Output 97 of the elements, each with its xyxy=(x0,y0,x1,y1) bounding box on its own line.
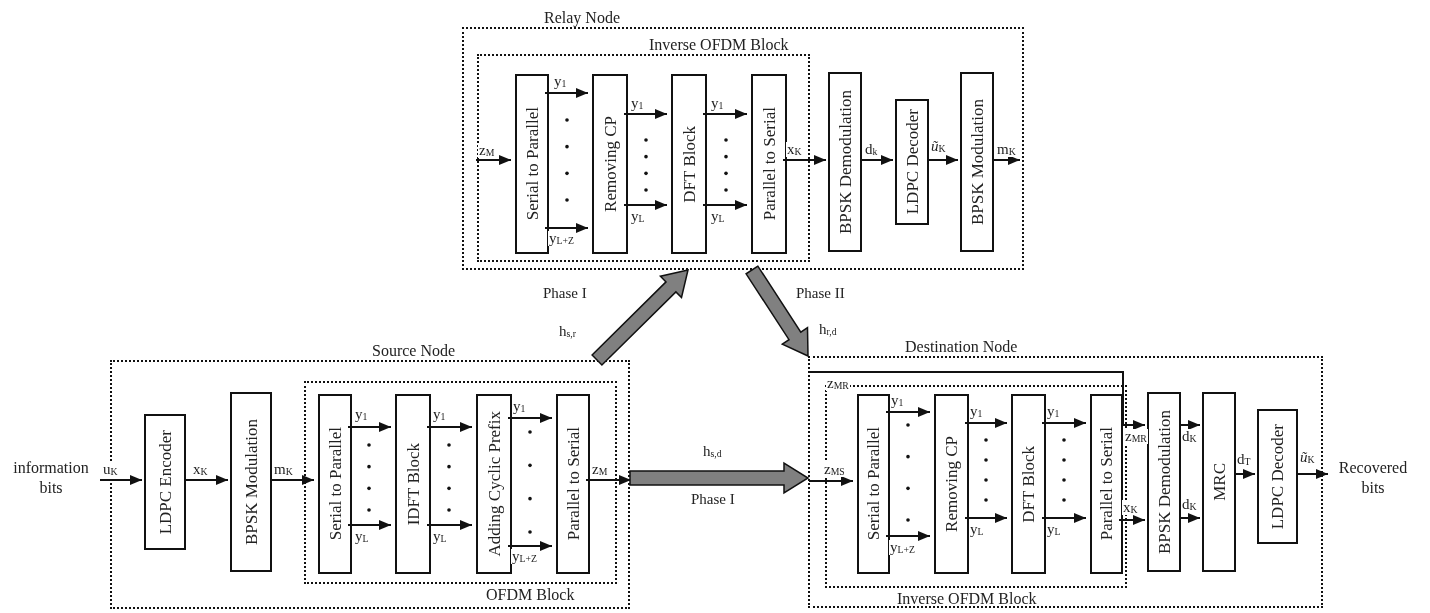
arrow xyxy=(1041,418,1087,428)
group-title: Relay Node xyxy=(544,10,620,26)
group-title: Inverse OFDM Block xyxy=(649,37,789,53)
block-label: BPSK Demodulation xyxy=(1155,409,1173,554)
process-block xyxy=(1202,392,1236,572)
signal-label: y$_{L+Z}$ xyxy=(511,549,538,564)
signal-label: x$_{K}$ xyxy=(786,142,803,157)
phase-label: Phase I xyxy=(690,492,736,507)
block-label: Serial to Parallel xyxy=(865,427,882,541)
channel-label: h$_{s,r}$ xyxy=(558,324,577,339)
signal-label: d$_{K}$ xyxy=(1181,497,1198,512)
block-label: Removing CP xyxy=(943,436,960,532)
signal-label: d$_{T}$ xyxy=(1236,452,1252,467)
arrow xyxy=(807,371,1146,430)
arrow xyxy=(964,513,1008,523)
block-arrow xyxy=(629,461,810,495)
block-label: Parallel to Serial xyxy=(564,427,582,541)
group-title: Destination Node xyxy=(905,339,1018,355)
process-block xyxy=(895,99,929,225)
arrow xyxy=(964,418,1008,428)
channel-label: h$_{r,d}$ xyxy=(818,322,838,337)
signal-label: z$_{M}$ xyxy=(478,143,496,158)
block-arrow xyxy=(745,265,809,358)
signal-label: ũ$_{K}$ xyxy=(1299,450,1316,465)
process-block xyxy=(395,394,431,574)
arrow xyxy=(347,422,392,432)
arrow xyxy=(1041,513,1087,523)
block-label: Serial to Parallel xyxy=(523,107,541,221)
block-label: BPSK Modulation xyxy=(242,418,260,546)
process-block xyxy=(934,394,969,574)
signal-label: z$_{MS}$ xyxy=(823,462,846,477)
signal-label: d$_{k}$ xyxy=(864,142,879,157)
block-label: BPSK Demodulation xyxy=(836,89,854,234)
process-block xyxy=(828,72,862,252)
signal-label: ũ$_{K}$ xyxy=(930,139,947,154)
arrow xyxy=(623,200,668,210)
arrow xyxy=(475,155,512,165)
signal-label: y$_{L+Z}$ xyxy=(548,231,575,246)
arrow xyxy=(585,475,632,485)
arrow xyxy=(507,413,553,423)
process-block xyxy=(476,394,512,574)
block-label: DFT Block xyxy=(1020,445,1037,523)
process-block xyxy=(592,74,628,254)
process-block xyxy=(857,394,890,574)
arrow xyxy=(782,155,827,165)
signal-label: u$_{K}$ xyxy=(102,462,119,477)
process-block xyxy=(751,74,787,254)
arrow xyxy=(885,407,931,417)
arrow xyxy=(808,476,854,486)
block-label: DFT Block xyxy=(680,125,698,203)
arrow xyxy=(885,531,931,541)
arrow xyxy=(507,541,553,551)
signal-label: d$_{K}$ xyxy=(1181,429,1198,444)
process-block xyxy=(960,72,994,252)
phase-label: Phase II xyxy=(795,286,846,301)
process-block xyxy=(515,74,549,254)
arrow xyxy=(702,200,748,210)
arrow xyxy=(426,520,473,530)
block-label: Adding Cyclic Prefix xyxy=(485,411,503,557)
arrow xyxy=(544,223,589,233)
process-block xyxy=(318,394,352,574)
signal-label: y$_{L+Z}$ xyxy=(889,540,916,555)
block-arrow xyxy=(591,269,689,367)
process-block xyxy=(671,74,707,254)
block-label: Serial to Parallel xyxy=(326,427,344,541)
block-label: LDPC Decoder xyxy=(1269,423,1286,530)
process-block xyxy=(1147,392,1181,572)
block-label: MRC xyxy=(1210,463,1228,501)
signal-label: x$_{K}$ xyxy=(1122,500,1139,515)
process-block xyxy=(144,414,186,550)
signal-label: z$_{MR}$ xyxy=(1124,429,1148,444)
group-title: Inverse OFDM Block xyxy=(897,591,1037,607)
process-block xyxy=(1011,394,1046,574)
process-block xyxy=(1257,409,1298,544)
group-title: OFDM Block xyxy=(486,587,575,603)
group-title: Source Node xyxy=(372,343,456,359)
endpoint-text: Recovered bits xyxy=(1328,455,1418,500)
arrow xyxy=(426,422,473,432)
channel-label: h$_{s,d}$ xyxy=(702,444,723,459)
endpoint-text: information bits xyxy=(2,455,100,500)
arrow xyxy=(544,88,589,98)
block-label: LDPC Decoder xyxy=(903,109,921,215)
phase-label: Phase I xyxy=(542,286,588,301)
arrow xyxy=(623,109,668,119)
process-block xyxy=(230,392,272,572)
arrow xyxy=(702,109,748,119)
block-label: Parallel to Serial xyxy=(760,107,778,221)
process-block xyxy=(1090,394,1123,574)
block-label: BPSK Modulation xyxy=(968,98,986,226)
process-block xyxy=(556,394,590,574)
block-label: Parallel to Serial xyxy=(1098,427,1115,541)
arrow xyxy=(1118,515,1146,525)
arrow xyxy=(99,475,143,485)
block-label: IDFT Block xyxy=(404,442,422,526)
block-label: LDPC Encoder xyxy=(156,429,174,535)
arrow xyxy=(347,520,392,530)
block-label: Removing CP xyxy=(601,116,619,212)
